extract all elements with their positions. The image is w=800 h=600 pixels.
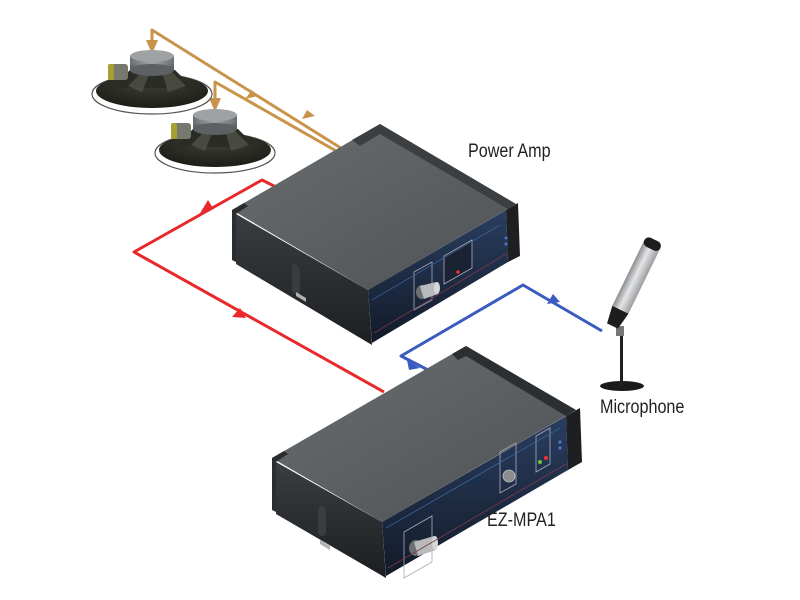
amp-led-blue: [504, 242, 508, 246]
led-blue: [558, 446, 562, 450]
speaker-2: [154, 109, 276, 174]
speaker-wire-arrows: [146, 40, 315, 119]
led-green: [538, 460, 542, 464]
microphone: [600, 237, 661, 391]
amp-led-red: [456, 270, 460, 274]
preamp-gain-window: [403, 515, 433, 579]
amp-gain-knob[interactable]: [416, 282, 440, 299]
arrow-up-icon: [245, 90, 258, 99]
arrow-down-icon: [146, 40, 158, 54]
phantom-switch[interactable]: [502, 469, 516, 483]
arrow-up-icon: [302, 110, 315, 119]
ez-mpa1-preamp: [272, 346, 582, 579]
mic-signal-wire: [399, 283, 603, 373]
amp-gain-window: [413, 261, 433, 311]
led-red: [544, 456, 548, 460]
speaker-1: [91, 50, 213, 115]
microphone-label: Microphone: [600, 397, 685, 418]
led-blue: [558, 440, 562, 444]
arrow-up-icon: [232, 308, 246, 318]
arrow-up-icon: [199, 200, 213, 215]
amp-led-blue: [504, 236, 508, 240]
power-amp: [232, 124, 520, 345]
line-signal-wire: [132, 178, 385, 394]
amp-status-window: [443, 239, 473, 285]
arrow-down-icon: [407, 360, 420, 370]
arrow-down-icon: [209, 98, 221, 112]
phantom-switch-window: [499, 442, 517, 494]
arrow-up-icon: [547, 294, 560, 304]
power-amp-label: Power Amp: [468, 141, 551, 162]
output-led-window: [535, 427, 551, 473]
ez-mpa1-label: EZ-MPA1: [487, 510, 556, 531]
